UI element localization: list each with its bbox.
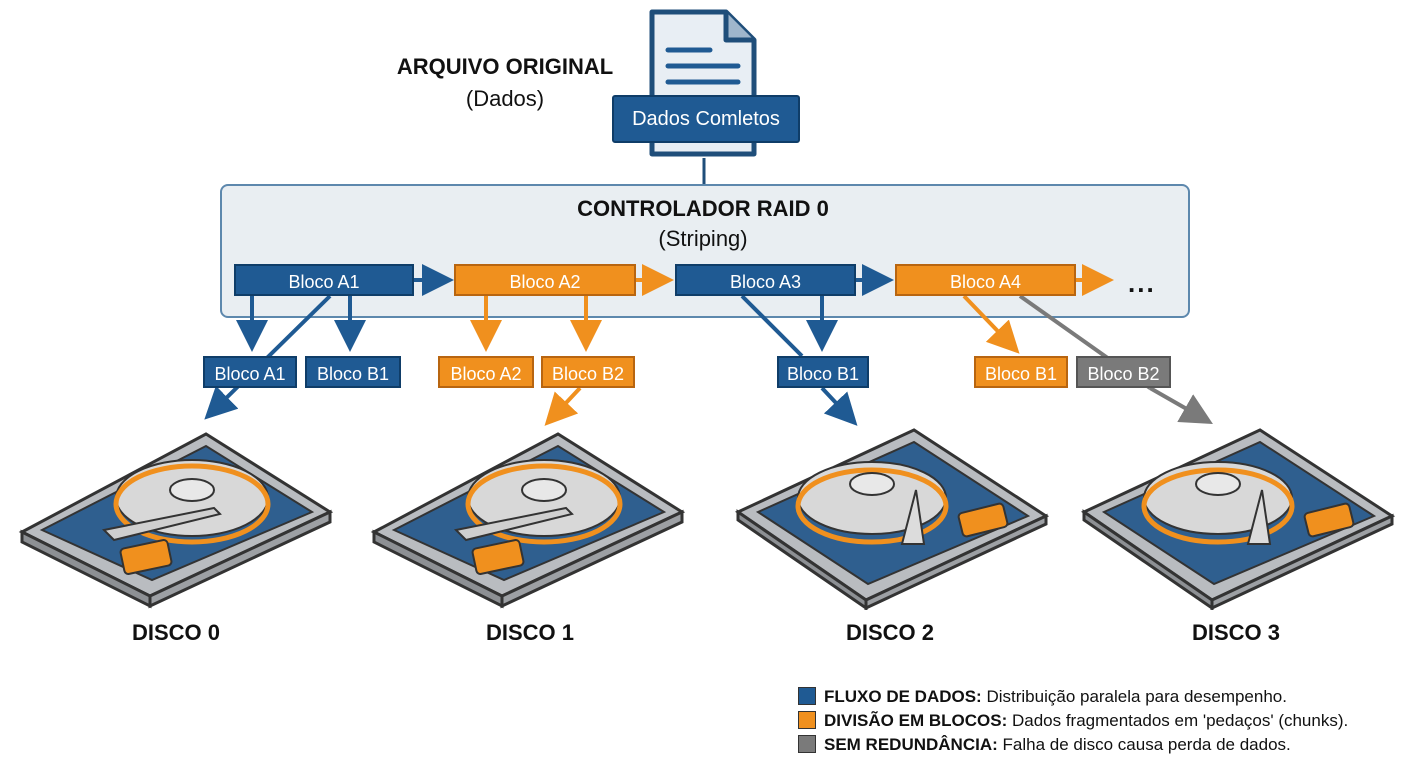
legend-key: DIVISÃO EM BLOCOS:: [824, 711, 1008, 730]
chunk-disk3-b1: Bloco B1: [974, 356, 1068, 388]
controller-block-a1: Bloco A1: [234, 264, 414, 296]
hard-disk-icon: [1080, 428, 1396, 610]
chunk-disk1-a2: Bloco A2: [438, 356, 534, 388]
chunk-disk2-b1: Bloco B1: [777, 356, 869, 388]
controller-block-a2: Bloco A2: [454, 264, 636, 296]
chunk-disk3-b2: Bloco B2: [1076, 356, 1171, 388]
disk-2-label: DISCO 2: [845, 620, 935, 645]
chunk-disk0-b1: Bloco B1: [305, 356, 401, 388]
chunk-disk0-a1: Bloco A1: [203, 356, 297, 388]
legend-swatch-blue: [798, 687, 816, 705]
legend-key: FLUXO DE DADOS:: [824, 687, 982, 706]
legend-key: SEM REDUNDÂNCIA:: [824, 735, 998, 754]
source-subtitle: (Dados): [465, 86, 545, 111]
source-title: ARQUIVO ORIGINAL: [396, 54, 614, 79]
disk-0-label: DISCO 0: [131, 620, 221, 645]
legend-text: Dados fragmentados em 'pedaços' (chunks)…: [1007, 711, 1349, 730]
legend-text: Distribuição paralela para desempenho.: [981, 687, 1287, 706]
controller-block-a3: Bloco A3: [675, 264, 856, 296]
more-blocks-ellipsis: ...: [1128, 268, 1156, 298]
chunk-disk1-b2: Bloco B2: [541, 356, 635, 388]
legend-item-data-flow: FLUXO DE DADOS: Distribuição paralela pa…: [798, 686, 1287, 708]
controller-title: CONTROLADOR RAID 0: [577, 196, 829, 221]
hard-disk-icon: [18, 432, 334, 609]
hard-disk-icon: [734, 428, 1050, 610]
legend-text: Falha de disco causa perda de dados.: [997, 735, 1291, 754]
controller-subtitle: (Striping): [658, 226, 748, 251]
legend-item-no-redundancy: SEM REDUNDÂNCIA: Falha de disco causa pe…: [798, 734, 1291, 756]
disk-1-label: DISCO 1: [485, 620, 575, 645]
complete-data-label: Dados Comletos: [612, 95, 800, 143]
legend-swatch-gray: [798, 735, 816, 753]
controller-block-a4: Bloco A4: [895, 264, 1076, 296]
hard-disk-icon: [370, 432, 686, 609]
disk-3-label: DISCO 3: [1191, 620, 1281, 645]
legend-item-block-division: DIVISÃO EM BLOCOS: Dados fragmentados em…: [798, 710, 1348, 732]
legend-swatch-orange: [798, 711, 816, 729]
